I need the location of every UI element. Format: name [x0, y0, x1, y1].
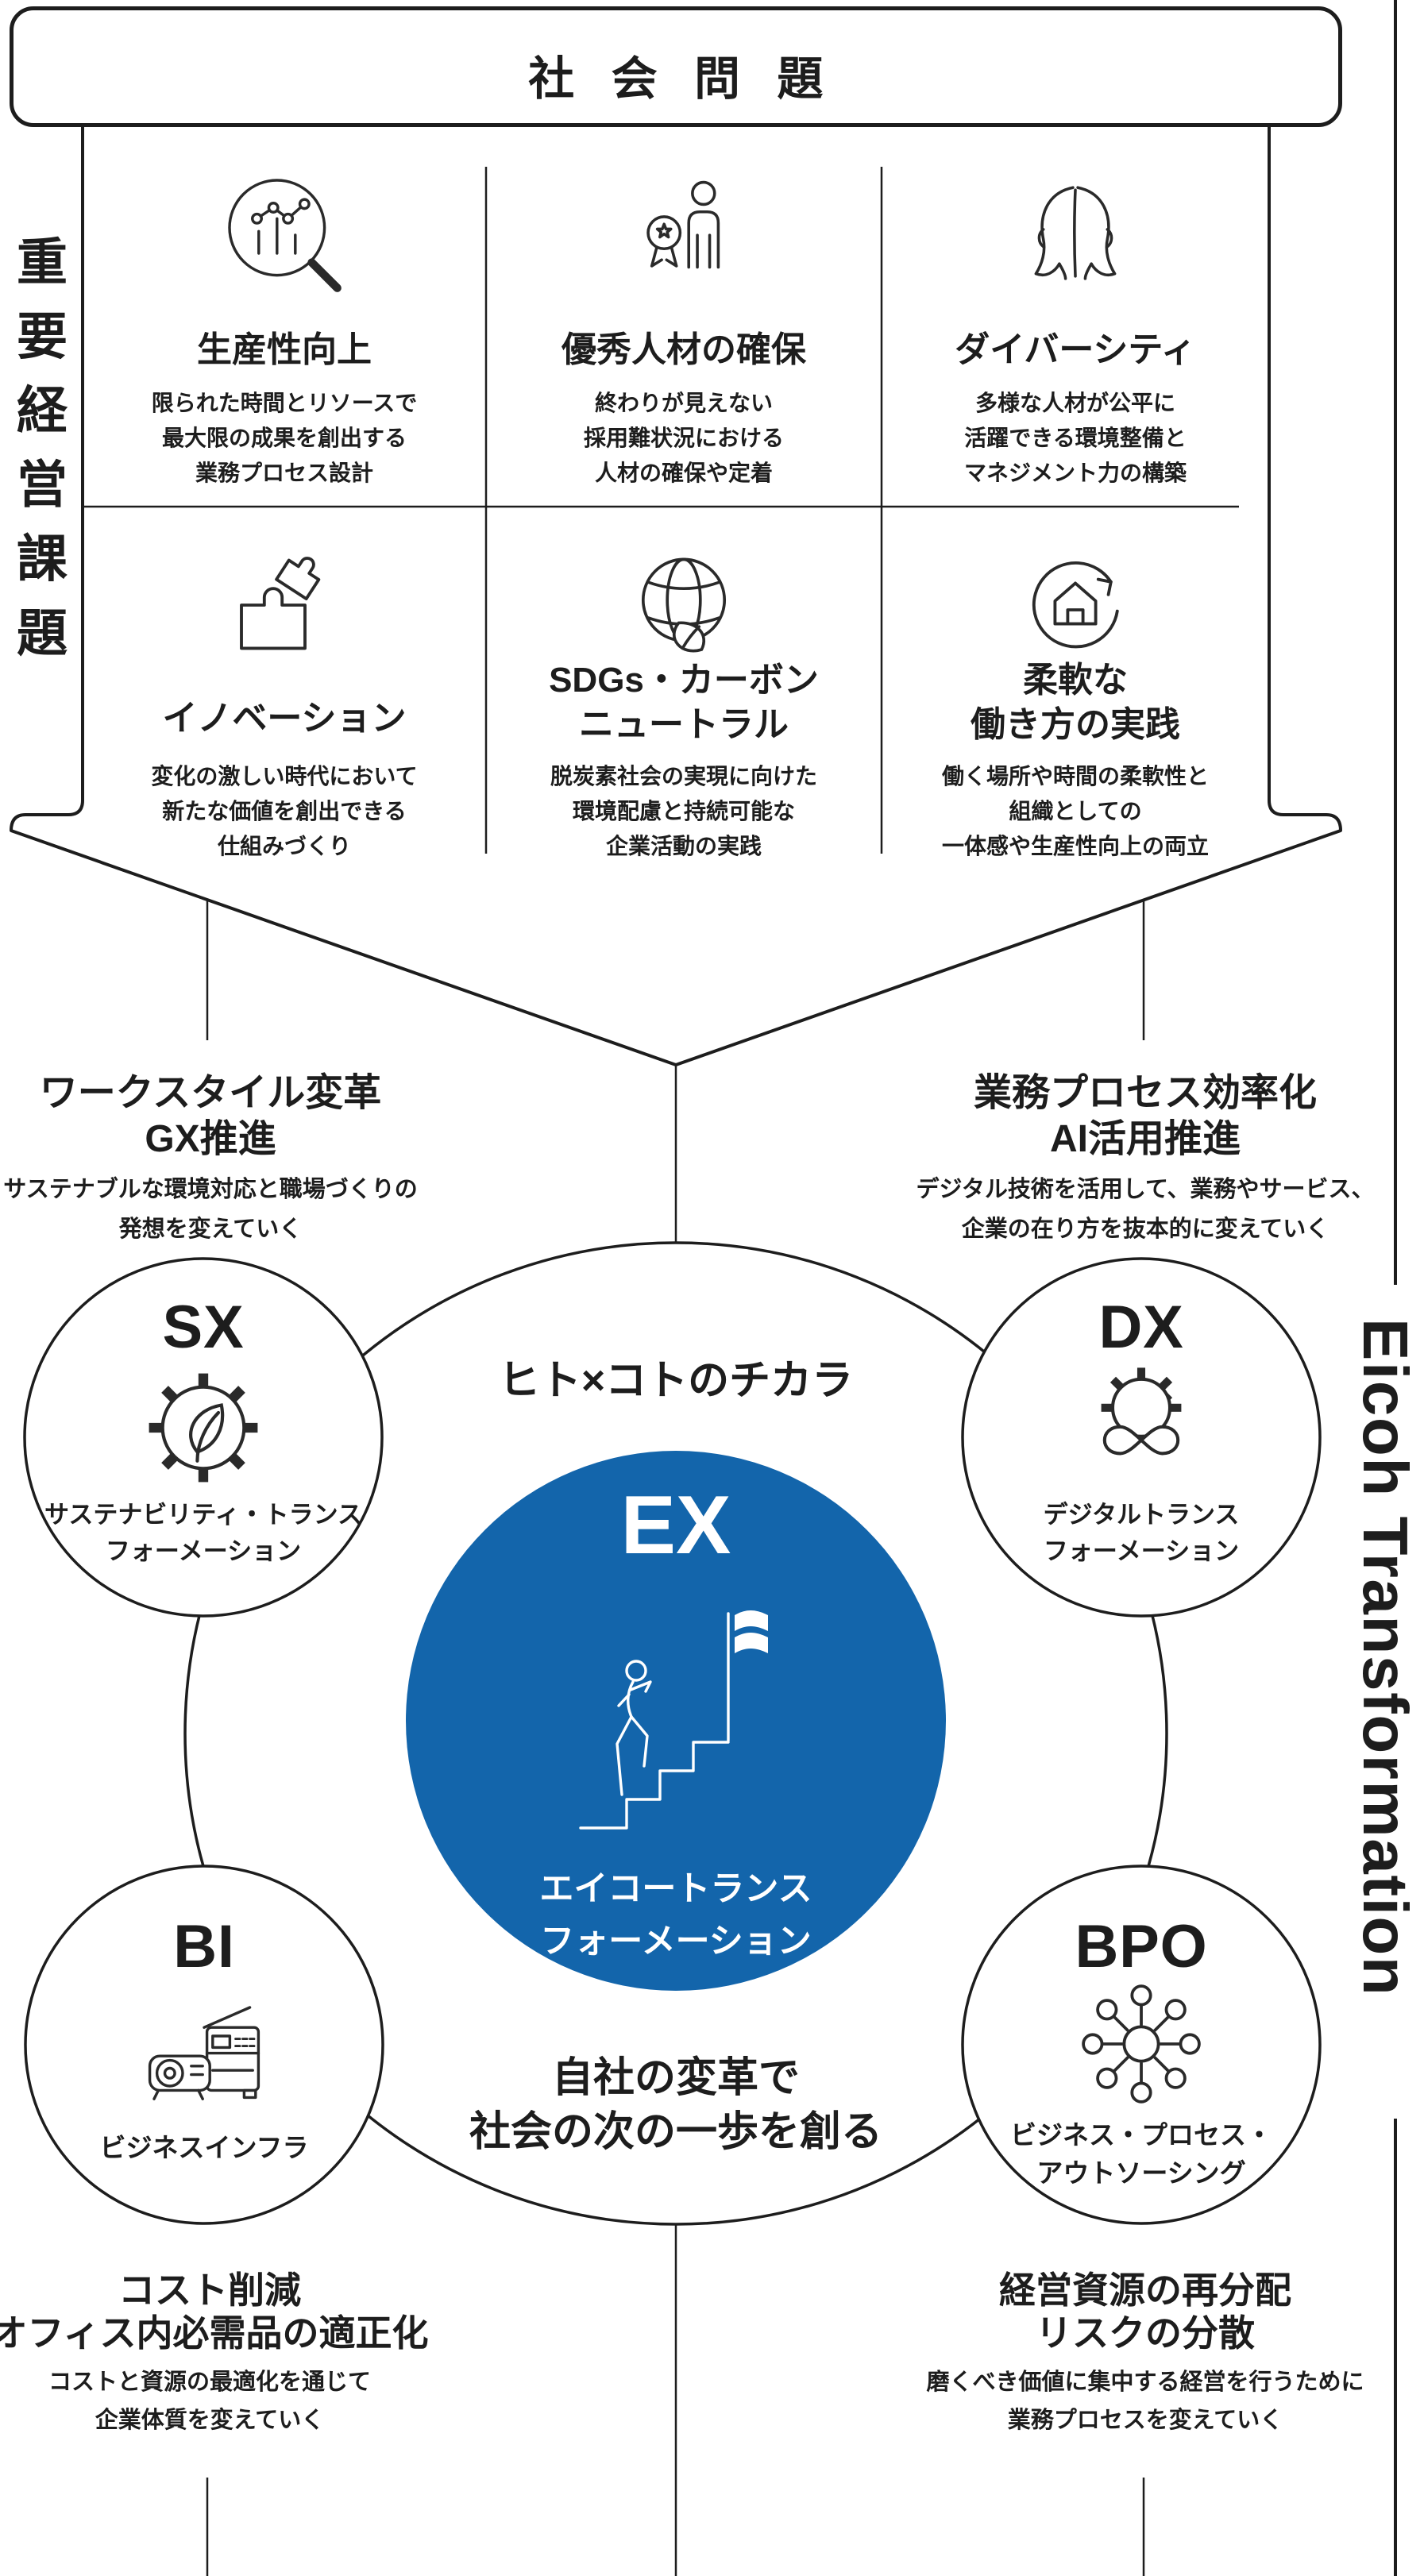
outcome-left-body: コストと資源の最適化を通じて — [48, 2370, 372, 2395]
core-tagline-top: ヒト×コトのチカラ — [498, 1358, 854, 1404]
outcome-right-heading: 経営資源の再分配 — [999, 2269, 1291, 2311]
bpo-sub-line: アウトソーシング — [1036, 2158, 1246, 2188]
bpo-sub-line: ビジネス・プロセス・ — [1010, 2120, 1272, 2150]
issue-title: 生産性向上 — [197, 330, 372, 369]
bridge-right-heading: 業務プロセス効率化 — [973, 1072, 1318, 1114]
sdgs-globe-leaf-icon — [641, 557, 727, 653]
outcome-right-body: 磨くべき価値に集中する経営を行うために — [926, 2370, 1364, 2395]
network-hub-icon — [1082, 1984, 1201, 2104]
issue-body-line: 新たな価値を創出できる — [162, 799, 407, 823]
issue-body-line: 人材の確保や定着 — [594, 461, 774, 485]
bridge-right-body: デジタル技術を活用して、業務やサービス、 — [916, 1177, 1375, 1202]
bridge-right-heading: AI活用推進 — [1049, 1118, 1241, 1160]
bi-label: BI — [173, 1913, 235, 1980]
issue-title: 柔軟な — [1023, 661, 1128, 700]
issue-body-line: 業務プロセス設計 — [195, 461, 374, 485]
flexible-work-home-cycle-icon — [1032, 561, 1119, 649]
issue-body-line: 最大限の成果を創出する — [161, 426, 407, 450]
bridge-right-body: 企業の在り方を抜本的に変えていく — [961, 1217, 1329, 1242]
outcome-left-body: 企業体質を変えていく — [95, 2408, 325, 2433]
diversity-two-profiles-icon — [1034, 186, 1117, 280]
issue-body-line: 脱炭素社会の実現に向けた — [550, 764, 818, 789]
bpo-label: BPO — [1075, 1913, 1208, 1980]
core-tagline-bottom: 自社の変革で — [551, 2055, 801, 2101]
issue-title: 働き方の実践 — [971, 705, 1180, 744]
issue-body-line: 採用難状況における — [583, 426, 785, 450]
gear-leaf-icon — [149, 1373, 258, 1483]
productivity-magnifier-chart-icon — [228, 179, 342, 292]
social-issues-banner — [10, 6, 1342, 127]
dx-sub-line: フォーメーション — [1043, 1537, 1240, 1565]
ex-circle — [406, 1451, 946, 1991]
issue-body-line: 活躍できる環境整備と — [964, 426, 1187, 450]
issue-body-line: 組織としての — [1009, 799, 1142, 823]
core-tagline-bottom: 社会の次の一歩を創る — [469, 2109, 883, 2155]
bridge-left-heading: ワークスタイル変革 — [39, 1072, 382, 1114]
ex-label: EX — [620, 1479, 731, 1571]
issue-title: ニュートラル — [579, 705, 789, 744]
bi-circle — [24, 1865, 384, 2225]
issue-body-line: 一体感や生産性向上の両立 — [941, 834, 1210, 858]
copier-projector-icon — [148, 2006, 260, 2100]
issue-title: SDGs・カーボン — [549, 661, 819, 700]
issue-title: 優秀人材の確保 — [561, 330, 806, 369]
outcome-right-body: 業務プロセスを変えていく — [1007, 2408, 1283, 2433]
gear-infinity-icon — [1101, 1367, 1182, 1456]
bridge-left-body: サステナブルな環境対応と職場づくりの — [3, 1177, 418, 1202]
issue-body-line: 多様な人材が公平に — [974, 391, 1176, 415]
right-axis-label: Eicoh Transformation — [1350, 1318, 1421, 1997]
ex-sub-line: フォーメーション — [540, 1922, 812, 1961]
issue-body-line: 環境配慮と持続可能な — [572, 799, 796, 823]
sx-label: SX — [162, 1294, 245, 1361]
bi-sub-line: ビジネスインフラ — [99, 2133, 309, 2162]
issue-title: ダイバーシティ — [955, 330, 1196, 369]
issue-body-line: マネジメント力の構築 — [963, 461, 1187, 485]
issue-body-line: 変化の激しい時代において — [151, 764, 418, 789]
issue-title: イノベーション — [162, 699, 407, 738]
person-climbing-stairs-flag-icon — [579, 1610, 768, 1830]
issue-body-line: 限られた時間とリソースで — [151, 391, 418, 415]
sx-sub-line: サステナビリティ・トランス — [44, 1501, 362, 1529]
issue-body-line: 終わりが見えない — [594, 391, 774, 415]
sx-sub-line: フォーメーション — [105, 1537, 302, 1565]
innovation-puzzle-icon — [240, 557, 321, 650]
core-circle — [183, 1241, 1168, 2226]
talent-award-person-icon — [646, 180, 720, 269]
dx-label: DX — [1098, 1294, 1184, 1361]
outcome-left-heading: オフィス内必需品の適正化 — [0, 2312, 429, 2354]
outcome-left-heading: コスト削減 — [118, 2269, 301, 2311]
page-title: 社会問題 — [528, 53, 860, 105]
left-axis-label: 重要経営課題 — [10, 235, 67, 681]
issue-body-line: 企業活動の実践 — [605, 834, 762, 858]
bridge-left-heading: GX推進 — [145, 1118, 276, 1160]
issue-body-line: 仕組みづくり — [217, 834, 352, 858]
dx-sub-line: デジタルトランス — [1043, 1501, 1240, 1529]
ex-sub-line: エイコートランス — [539, 1870, 812, 1908]
bridge-left-body: 発想を変えていく — [118, 1217, 303, 1242]
outcome-right-heading: リスクの分散 — [1036, 2312, 1255, 2354]
issue-body-line: 働く場所や時間の柔軟性と — [941, 764, 1210, 789]
